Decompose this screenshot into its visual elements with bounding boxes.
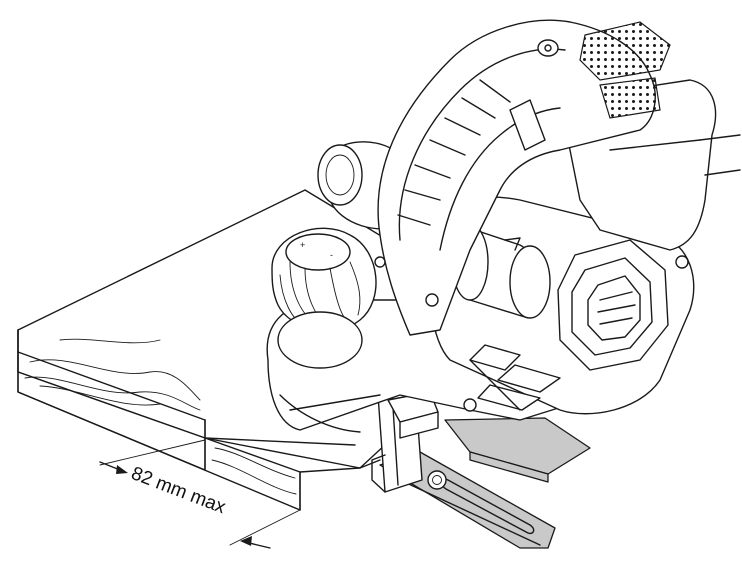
- screw-icon: [675, 255, 689, 269]
- screw-icon: [374, 256, 386, 268]
- planer-body: + -: [266, 141, 695, 433]
- dimension-label: 82 mm max: [128, 463, 229, 518]
- parallel-guide: [371, 384, 591, 549]
- trigger: [509, 99, 546, 151]
- guide-base-plate: [444, 417, 591, 475]
- arrow-head-right-icon: [240, 536, 252, 546]
- side-belt-cover: [557, 239, 669, 371]
- knob-collar: [277, 311, 363, 369]
- grip-texture-side: [599, 77, 661, 119]
- wood-grain: [29, 359, 201, 401]
- svg-text:-: -: [330, 250, 333, 260]
- arrow-head-left-icon: [116, 465, 128, 474]
- grip-texture-top: [579, 21, 671, 81]
- svg-text:+: +: [300, 240, 305, 250]
- screw-icon: [425, 293, 439, 307]
- planer-handle: [377, 19, 741, 336]
- guide-lock-screw: [427, 470, 447, 490]
- depth-adjustment-knob: + -: [271, 227, 377, 332]
- vent-slots: [469, 344, 561, 411]
- screw-icon: [463, 398, 477, 412]
- chip-ejector-rear: [451, 223, 551, 319]
